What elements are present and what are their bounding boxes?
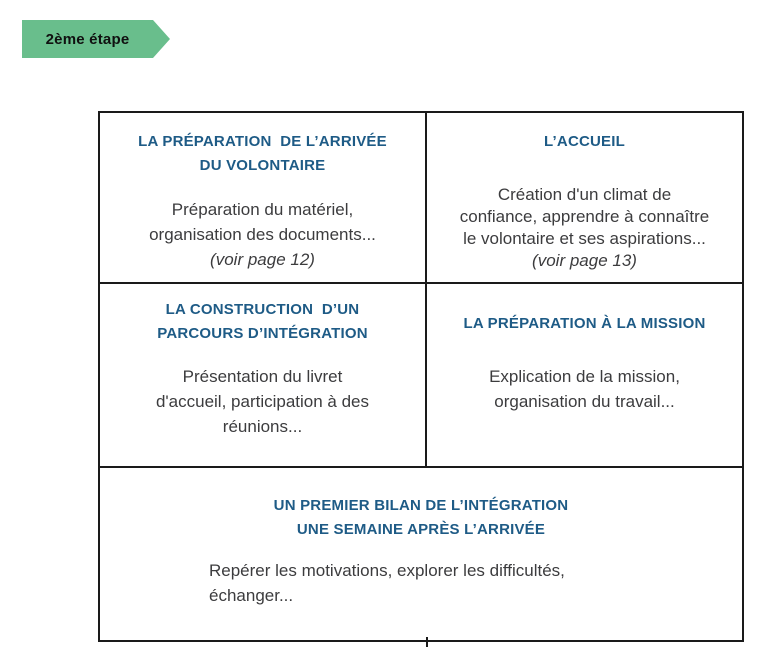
cell-title: LA PRÉPARATION À LA MISSION [463,312,705,336]
title-line: L’ACCUEIL [544,133,625,150]
step-badge-label: 2ème étape [45,30,130,48]
title-line: LA PRÉPARATION À LA MISSION [463,315,706,332]
body-line: réunions... [222,417,303,436]
cell-parcours-integration: LA CONSTRUCTION D’UN PARCOURS D’INTÉGRAT… [100,284,427,468]
title-line: UN PREMIER BILAN DE L’INTÉGRATION [273,497,569,514]
step-badge-arrow-shape [22,20,170,58]
body-line: le volontaire et ses aspirations... [463,229,706,248]
cell-body: Préparation du matériel, organisation de… [149,197,376,272]
step-badge: 2ème étape [22,20,170,58]
title-line: LA CONSTRUCTION D’UN [165,301,360,318]
cell-body: Explication de la mission, organisation … [489,364,680,414]
cell-body: Création d'un climat de confiance, appre… [460,184,710,272]
cell-body: Présentation du livret d'accueil, partic… [156,364,369,439]
cell-accueil: L’ACCUEIL Création d'un climat de confia… [427,113,742,284]
body-line: Explication de la mission, [489,367,680,386]
cell-title: LA PRÉPARATION DE L’ARRIVÉE DU VOLONTAIR… [138,130,387,178]
body-line: organisation du travail... [494,392,675,411]
cell-preparation-mission: LA PRÉPARATION À LA MISSION Explication … [427,284,742,468]
cell-title: LA CONSTRUCTION D’UN PARCOURS D’INTÉGRAT… [157,298,368,346]
body-line: Repérer les motivations, explorer les di… [209,561,565,580]
page-reference: (voir page 12) [210,250,315,269]
body-line: échanger... [209,586,294,605]
divider-tick [426,637,428,647]
body-line: d'accueil, participation à des [155,392,370,411]
cell-body: Repérer les motivations, explorer les di… [209,558,633,608]
body-line: Préparation du matériel, [171,200,354,219]
title-line: DU VOLONTAIRE [199,157,326,174]
cell-title: UN PREMIER BILAN DE L’INTÉGRATION UNE SE… [274,494,569,542]
body-line: confiance, apprendre à connaître [459,207,710,226]
cell-preparation-arrivee: LA PRÉPARATION DE L’ARRIVÉE DU VOLONTAIR… [100,113,427,284]
title-line: LA PRÉPARATION DE L’ARRIVÉE [138,133,387,150]
integration-steps-table: LA PRÉPARATION DE L’ARRIVÉE DU VOLONTAIR… [98,111,744,642]
title-line: PARCOURS D’INTÉGRATION [157,325,368,342]
body-line: organisation des documents... [149,225,376,244]
title-line: UNE SEMAINE APRÈS L’ARRIVÉE [296,521,546,538]
page-reference: (voir page 13) [532,251,637,270]
body-line: Présentation du livret [182,367,343,386]
cell-title: L’ACCUEIL [544,130,625,154]
body-line: Création d'un climat de [497,185,672,204]
cell-premier-bilan: UN PREMIER BILAN DE L’INTÉGRATION UNE SE… [100,468,742,640]
